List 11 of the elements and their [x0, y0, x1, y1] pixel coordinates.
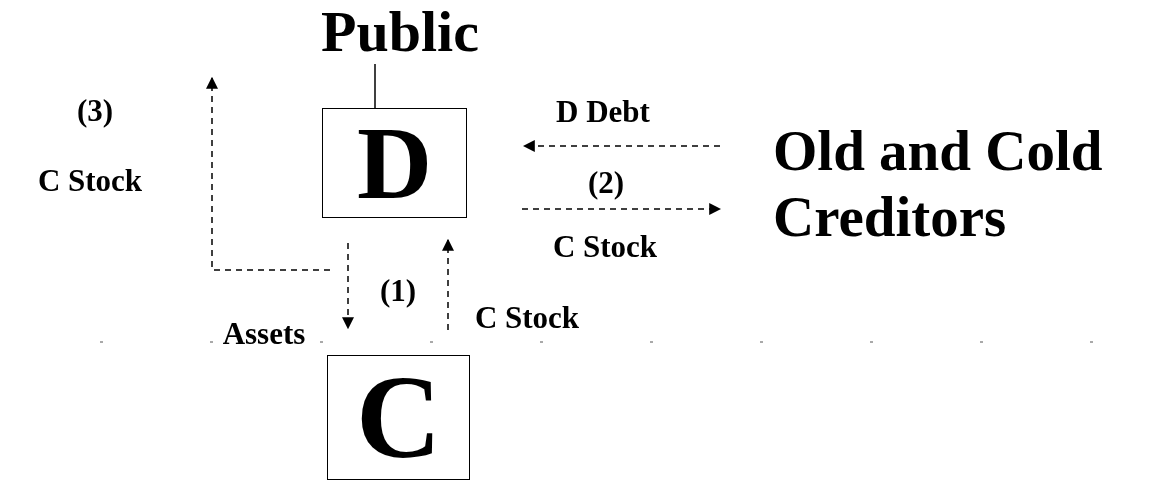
- entity-box: [327, 355, 470, 480]
- entity-box: [322, 108, 467, 218]
- entity-letter: D: [356, 111, 433, 215]
- entity-letter: C: [355, 358, 442, 477]
- leader-line: [374, 63, 376, 109]
- leader-line: [522, 140, 721, 152]
- arrow: [342, 242, 354, 330]
- arrow: [521, 203, 722, 215]
- arrow: [442, 238, 454, 331]
- party-name: Public: [321, 3, 479, 61]
- party-name: Old and Cold Creditors: [773, 118, 1104, 250]
